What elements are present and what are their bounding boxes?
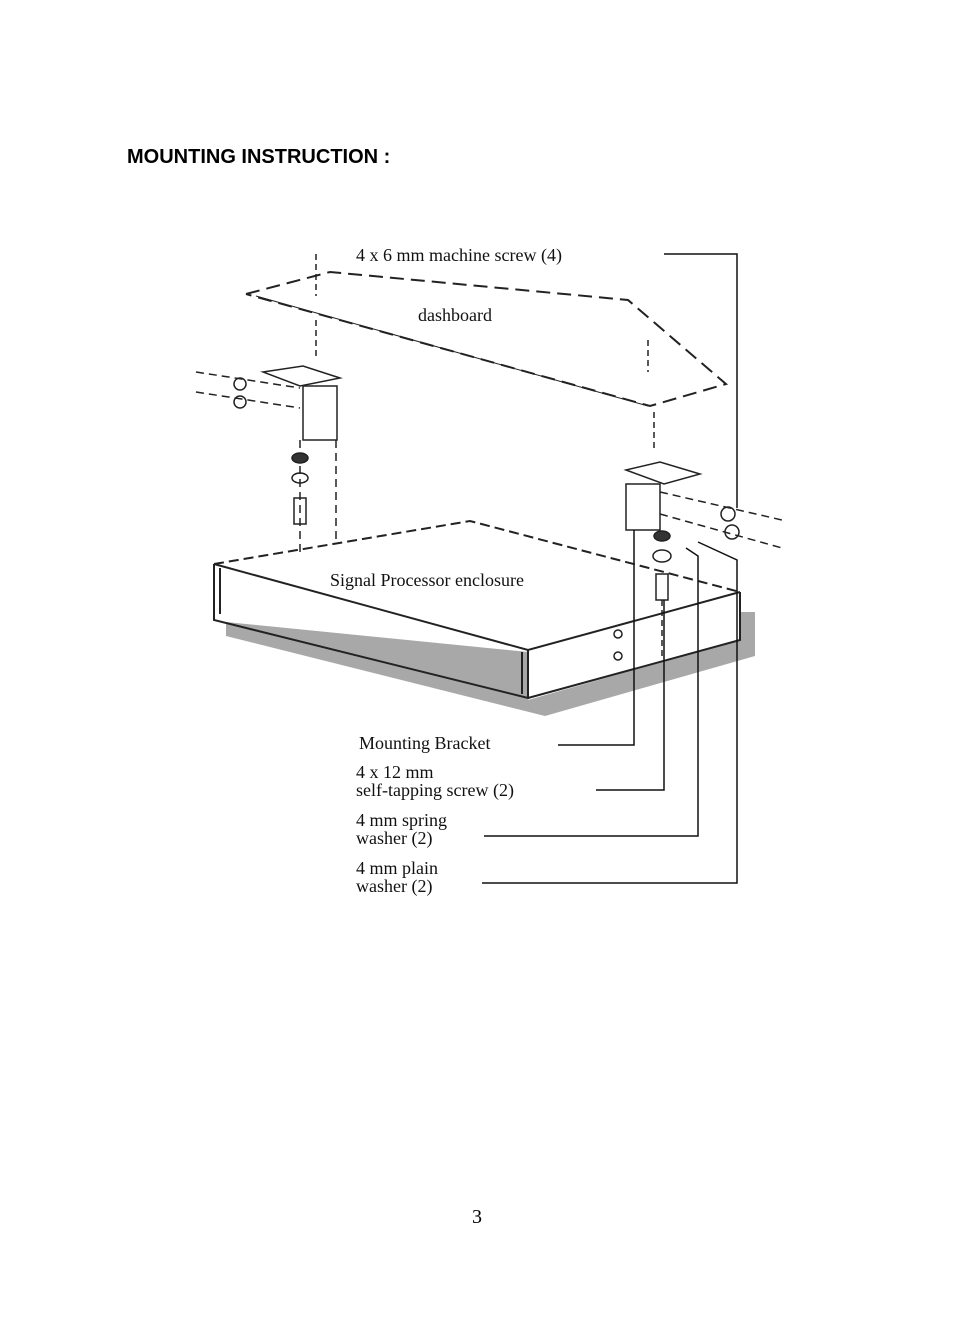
page-heading: MOUNTING INSTRUCTION : xyxy=(127,146,391,168)
label-spring-washer-line1: 4 mm spring xyxy=(356,810,448,830)
label-plain-washer-line2: washer (2) xyxy=(356,876,433,896)
left-bracket xyxy=(195,254,343,552)
label-spring-washer-line2: washer (2) xyxy=(356,828,433,848)
enclosure-box xyxy=(213,519,741,700)
label-self-tapping-line1: 4 x 12 mm xyxy=(356,762,434,782)
right-bracket xyxy=(613,340,783,661)
label-mounting-bracket: Mounting Bracket xyxy=(359,733,491,753)
label-machine-screw: 4 x 6 mm machine screw (4) xyxy=(356,245,562,265)
page-number: 3 xyxy=(472,1206,482,1228)
enclosure-shadow xyxy=(226,612,755,716)
label-plain-washer-line1: 4 mm plain xyxy=(356,858,438,878)
leader-lines xyxy=(482,253,738,884)
label-dashboard: dashboard xyxy=(418,305,492,325)
label-enclosure: Signal Processor enclosure xyxy=(330,570,524,590)
label-self-tapping-line2: self-tapping screw (2) xyxy=(356,780,514,800)
